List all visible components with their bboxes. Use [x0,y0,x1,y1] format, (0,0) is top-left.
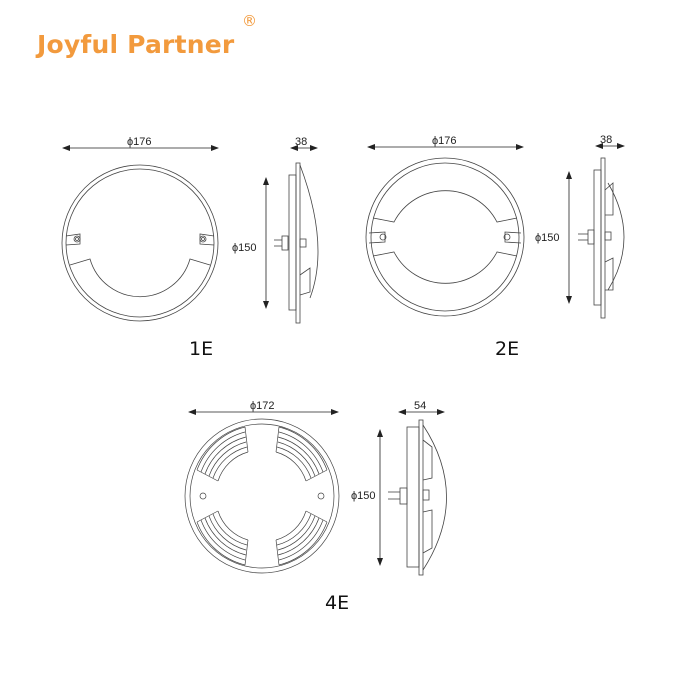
brand-logo-text: Joyful Partner [37,30,235,59]
model-4e-front-view [184,409,340,574]
model-2e-side-view [566,143,625,319]
registered-mark: ® [242,12,257,30]
model-1e-front-view [61,145,219,322]
dim-front-2e: ϕ176 [432,135,457,147]
dim-side-1e: ϕ150 [232,242,257,254]
model-1e-side-view [263,145,319,324]
model-label-2e: 2E [495,338,520,360]
dim-front-4e: ϕ172 [250,400,275,412]
model-label-4e: 4E [325,592,350,614]
dim-depth-1e: 38 [295,136,307,148]
model-2e-front-view [365,144,525,317]
dim-depth-2e: 38 [600,134,612,146]
dim-front-1e: ϕ176 [127,136,152,148]
dim-depth-4e: 54 [414,400,426,412]
model-4e-side-view [377,409,447,576]
dim-side-2e: ϕ150 [535,232,560,244]
model-label-1e: 1E [189,338,214,360]
dim-side-4e: ϕ150 [351,490,376,502]
